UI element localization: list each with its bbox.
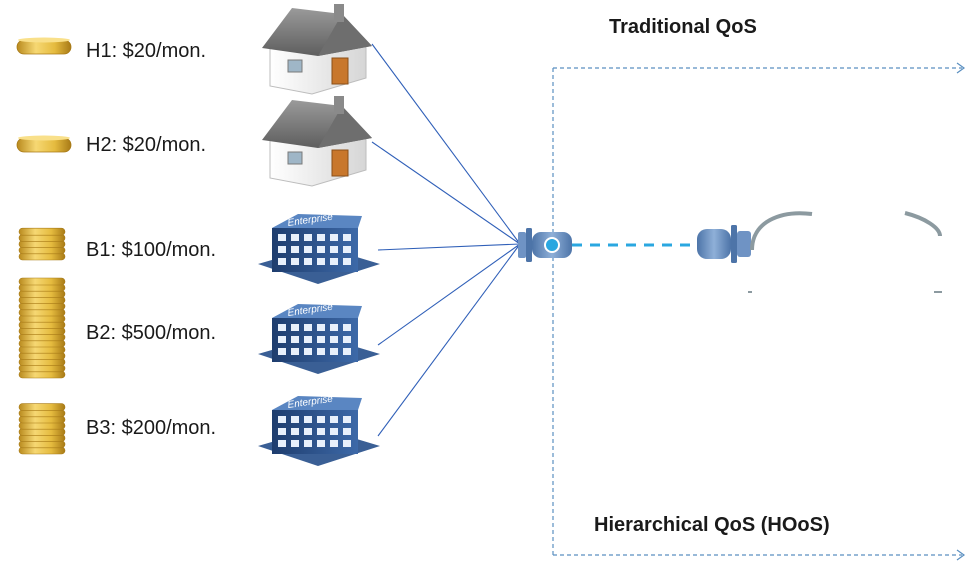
enterprise-building-icon-b3: Enterprise bbox=[258, 394, 380, 466]
subscriber-label-b3: B3: $200/mon. bbox=[86, 417, 217, 439]
coin-stack-icon-b2 bbox=[18, 277, 66, 379]
link-b3 bbox=[377, 243, 521, 437]
subscriber-label-h2: H2: $20/mon. bbox=[86, 134, 207, 156]
link-h2 bbox=[371, 141, 521, 245]
house-icon-h1 bbox=[262, 4, 372, 95]
coin-stack-icon-b1 bbox=[18, 227, 66, 261]
hqos-boundary-box bbox=[552, 62, 966, 561]
traditional-qos-title: Traditional QoS bbox=[609, 16, 757, 38]
access-router-icon bbox=[518, 228, 572, 262]
house-icon-h2 bbox=[262, 96, 372, 187]
coin-stack-icon-b3 bbox=[18, 403, 66, 455]
subscriber-label-b1: B1: $100/mon. bbox=[86, 239, 217, 261]
network-cloud-icon bbox=[748, 211, 942, 293]
link-b2 bbox=[377, 243, 521, 346]
link-h1 bbox=[371, 43, 521, 245]
subscriber-links bbox=[371, 43, 521, 437]
core-router-icon bbox=[697, 225, 751, 263]
coin-stack-icon-h2 bbox=[16, 135, 72, 153]
subscriber-label-b2: B2: $500/mon. bbox=[86, 322, 217, 344]
link-b1 bbox=[377, 243, 521, 251]
enterprise-building-icon-b2: Enterprise bbox=[258, 302, 380, 374]
enterprise-building-icon-b1: Enterprise bbox=[258, 212, 380, 284]
coin-stack-icon-h1 bbox=[16, 37, 72, 55]
subscriber-label-h1: H1: $20/mon. bbox=[86, 40, 207, 62]
hierarchical-qos-title: Hierarchical QoS (HOoS) bbox=[594, 514, 830, 536]
